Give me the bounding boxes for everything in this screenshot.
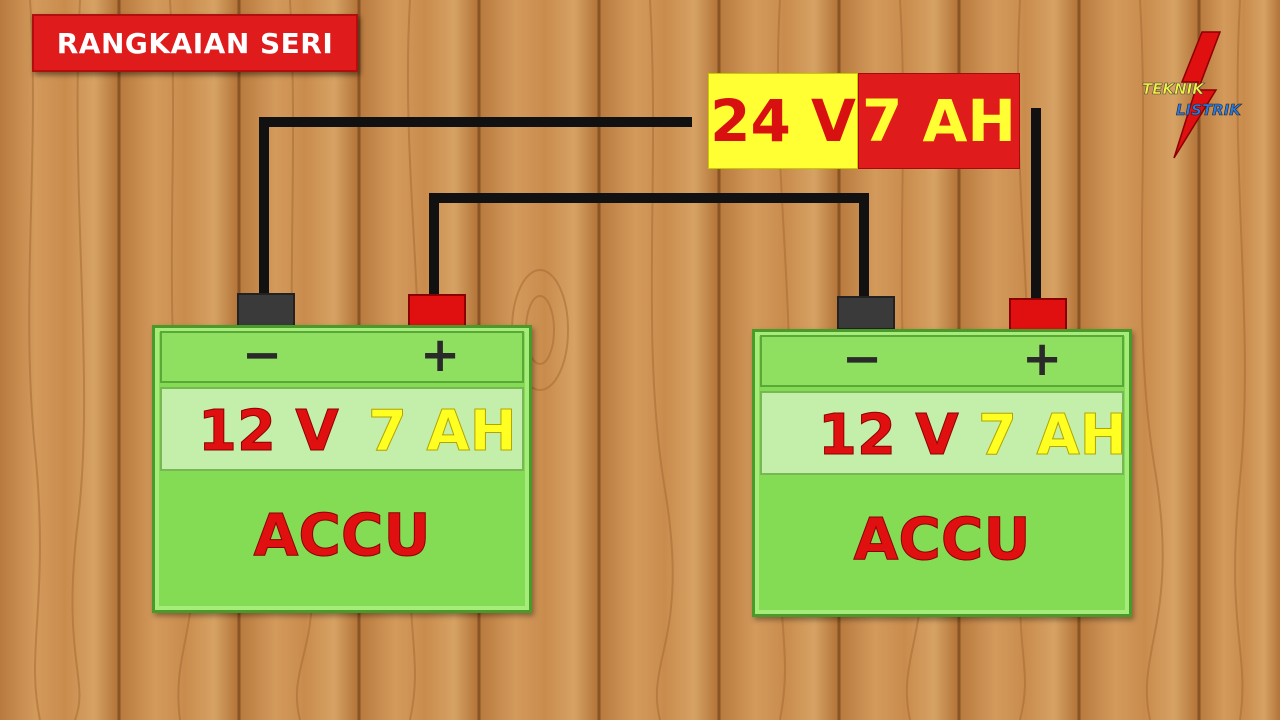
wire-output-negative: [259, 117, 692, 295]
battery-2: − + 12 V 7 AH ACCU: [752, 329, 1132, 617]
logo-line-1: TEKNIK: [1142, 80, 1204, 99]
lightning-bolt-icon: [1173, 31, 1222, 159]
battery-2-terminal-band: [760, 335, 1124, 387]
battery-2-negative-sign: −: [842, 331, 883, 387]
battery-1-positive-sign: +: [420, 327, 461, 383]
battery-1-positive-terminal: [408, 294, 466, 328]
battery-1-capacity: 7 AH: [368, 398, 518, 464]
battery-1-terminal-band: [160, 331, 524, 383]
battery-1-negative-sign: −: [242, 327, 283, 383]
battery-1: − + 12 V 7 AH ACCU: [152, 325, 532, 613]
total-capacity-label: 7 AH: [858, 73, 1020, 169]
battery-2-positive-sign: +: [1022, 331, 1063, 387]
battery-1-voltage: 12 V: [198, 398, 340, 464]
battery-2-capacity: 7 AH: [978, 402, 1128, 468]
battery-2-label: ACCU: [853, 505, 1031, 574]
battery-2-label-band: [760, 391, 1124, 475]
battery-1-label: ACCU: [253, 501, 431, 570]
wire-series-link: [429, 193, 869, 298]
battery-1-negative-terminal: [237, 293, 295, 327]
battery-1-label-band: [160, 387, 524, 471]
battery-2-negative-terminal: [837, 296, 895, 330]
battery-2-voltage: 12 V: [818, 402, 960, 468]
battery-2-positive-terminal: [1009, 298, 1067, 332]
total-voltage-label: 24 V: [708, 73, 858, 169]
logo-line-2: LISTRIK: [1176, 101, 1242, 120]
diagram-title: RANGKAIAN SERI: [32, 14, 358, 72]
wires: [259, 108, 1041, 300]
